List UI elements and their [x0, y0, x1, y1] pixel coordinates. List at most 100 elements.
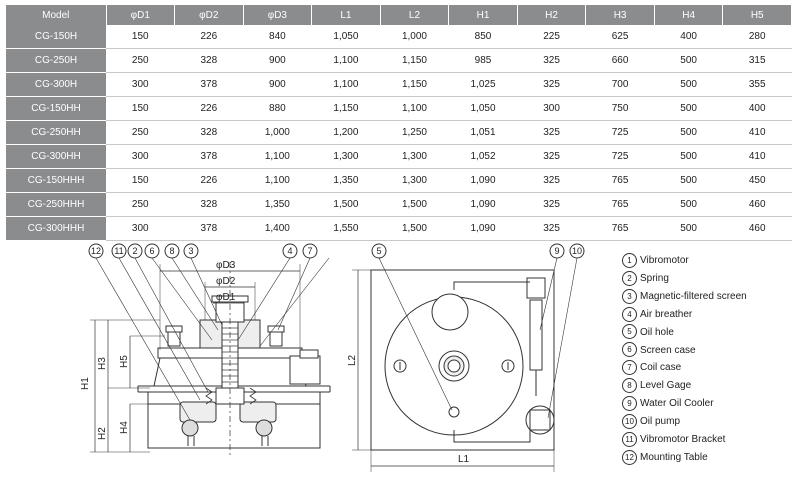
callout-circle	[371, 243, 387, 259]
legend-number: 12	[622, 449, 637, 465]
value-cell: 1,052	[448, 144, 518, 169]
label-h2: H2	[97, 427, 108, 440]
label-d1: φD1	[216, 292, 236, 303]
column-header: Model	[6, 5, 107, 25]
callout-circle	[302, 243, 318, 259]
value-cell: 1,150	[380, 48, 449, 73]
value-cell: 460	[722, 216, 792, 241]
value-cell: 1,300	[311, 144, 381, 169]
value-cell: 700	[585, 72, 655, 97]
value-cell: 1,090	[448, 192, 518, 217]
value-cell: 325	[517, 216, 586, 241]
callout-number: 11	[114, 246, 123, 256]
model-cell: CG-250HH	[6, 120, 106, 145]
legend-text: Spring	[640, 272, 669, 284]
value-cell: 300	[517, 96, 586, 121]
value-cell: 325	[517, 168, 586, 193]
column-header: φD3	[243, 5, 313, 25]
value-cell: 725	[585, 120, 655, 145]
callout-circle	[88, 243, 104, 259]
value-cell: 450	[722, 168, 792, 193]
value-cell: 500	[654, 96, 723, 121]
value-cell: 226	[174, 25, 244, 49]
value-cell: 880	[243, 96, 312, 121]
value-cell: 1,550	[311, 216, 381, 241]
value-cell: 225	[517, 25, 586, 49]
legend-text: Level Gage	[640, 380, 692, 392]
callout-number: 12	[91, 246, 101, 256]
legend-text: Screen case	[640, 344, 696, 356]
value-cell: 900	[243, 48, 312, 73]
column-header: H2	[517, 5, 587, 25]
value-cell: 1,090	[448, 216, 518, 241]
legend-text: Oil hole	[640, 326, 674, 338]
value-cell: 1,500	[380, 216, 449, 241]
callout-number: 4	[287, 246, 292, 256]
value-cell: 1,090	[448, 168, 518, 193]
value-cell: 1,150	[380, 72, 449, 97]
callout-number: 7	[307, 246, 312, 256]
value-cell: 1,500	[380, 192, 449, 217]
column-header: L1	[311, 5, 381, 25]
value-cell: 150	[106, 25, 175, 49]
value-cell: 1,200	[311, 120, 381, 145]
value-cell: 226	[174, 96, 244, 121]
value-cell: 725	[585, 144, 655, 169]
value-cell: 355	[722, 72, 792, 97]
value-cell: 500	[654, 48, 723, 73]
value-cell: 378	[174, 144, 244, 169]
value-cell: 1,300	[380, 168, 449, 193]
legend-number: 5	[622, 324, 637, 340]
value-cell: 378	[174, 216, 244, 241]
value-cell: 1,500	[311, 192, 381, 217]
value-cell: 985	[448, 48, 518, 73]
value-cell: 1,100	[311, 48, 381, 73]
legend-text: Water Oil Cooler	[640, 398, 714, 410]
value-cell: 400	[654, 25, 723, 49]
value-cell: 410	[722, 144, 792, 169]
value-cell: 280	[722, 25, 792, 49]
column-header: H5	[722, 5, 792, 25]
legend-number: 6	[622, 342, 637, 358]
top-view	[352, 257, 578, 472]
callout-number: 3	[188, 246, 193, 256]
callout-number: 9	[554, 246, 559, 256]
value-cell: 1,000	[380, 25, 449, 49]
legend-number: 10	[622, 414, 637, 430]
value-cell: 765	[585, 192, 655, 217]
value-cell: 325	[517, 144, 586, 169]
legend-number: 11	[622, 431, 637, 447]
legend-number: 1	[622, 252, 637, 268]
value-cell: 410	[722, 120, 792, 145]
value-cell: 500	[654, 216, 723, 241]
value-cell: 900	[243, 72, 312, 97]
legend-number: 3	[622, 288, 637, 304]
legend-number: 4	[622, 306, 637, 322]
value-cell: 1,100	[311, 72, 381, 97]
value-cell: 325	[517, 192, 586, 217]
model-cell: CG-300HHH	[6, 216, 106, 241]
model-cell: CG-250HHH	[6, 192, 106, 217]
legend-number: 7	[622, 360, 637, 376]
label-d3: φD3	[216, 260, 236, 271]
callout-number: 10	[572, 246, 582, 256]
callout-circle	[183, 243, 199, 259]
callout-circle	[549, 243, 565, 259]
model-cell: CG-300H	[6, 72, 106, 97]
legend-text: Mounting Table	[640, 451, 708, 463]
label-l1: L1	[458, 454, 470, 465]
value-cell: 500	[654, 168, 723, 193]
value-cell: 500	[654, 192, 723, 217]
value-cell: 660	[585, 48, 655, 73]
